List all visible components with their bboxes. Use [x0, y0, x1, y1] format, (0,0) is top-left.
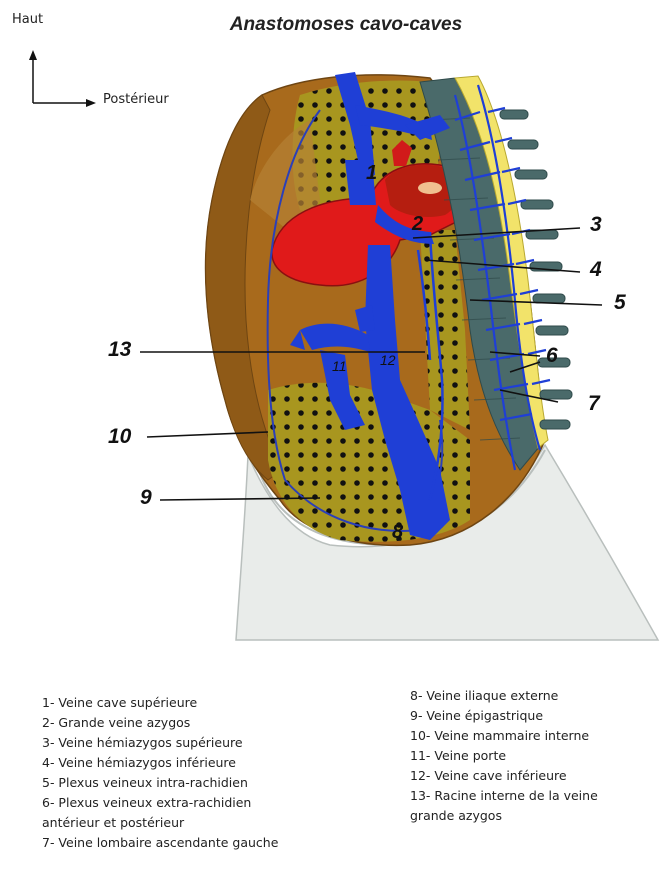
- marker-13: 13: [108, 338, 131, 362]
- legend-item: 9- Veine épigastrique: [410, 706, 598, 726]
- legend-item: 3- Veine hémiazygos supérieure: [42, 733, 278, 753]
- legend-item: 10- Veine mammaire interne: [410, 726, 598, 746]
- legend-item: 12- Veine cave inférieure: [410, 766, 598, 786]
- marker-7: 7: [588, 392, 600, 416]
- marker-1: 1: [366, 162, 377, 185]
- legend-item: 1- Veine cave supérieure: [42, 693, 278, 713]
- legend-item: 2- Grande veine azygos: [42, 713, 278, 733]
- orientation-arrows-icon: [29, 50, 96, 107]
- marker-5: 5: [614, 291, 626, 315]
- marker-3: 3: [590, 213, 602, 237]
- legend-item: 7- Veine lombaire ascendante gauche: [42, 833, 278, 853]
- legend-item: 6- Plexus veineux extra-rachidien: [42, 793, 278, 813]
- marker-2: 2: [412, 213, 423, 236]
- legend-left: 1- Veine cave supérieure 2- Grande veine…: [42, 693, 278, 853]
- marker-10: 10: [108, 425, 131, 449]
- legend-item: 13- Racine interne de la veine: [410, 786, 598, 806]
- legend-item: 11- Veine porte: [410, 746, 598, 766]
- legend-item: grande azygos: [410, 806, 598, 826]
- marker-8: 8: [392, 521, 403, 544]
- legend-item: 5- Plexus veineux intra-rachidien: [42, 773, 278, 793]
- marker-12: 12: [380, 352, 396, 368]
- legend-item: 4- Veine hémiazygos inférieure: [42, 753, 278, 773]
- marker-6: 6: [546, 344, 558, 368]
- marker-9: 9: [140, 486, 152, 510]
- legend-item: antérieur et postérieur: [42, 813, 278, 833]
- legend-item: 8- Veine iliaque externe: [410, 686, 598, 706]
- marker-11: 11: [332, 358, 347, 374]
- marker-4: 4: [590, 258, 602, 282]
- legend-right: 8- Veine iliaque externe 9- Veine épigas…: [410, 686, 598, 826]
